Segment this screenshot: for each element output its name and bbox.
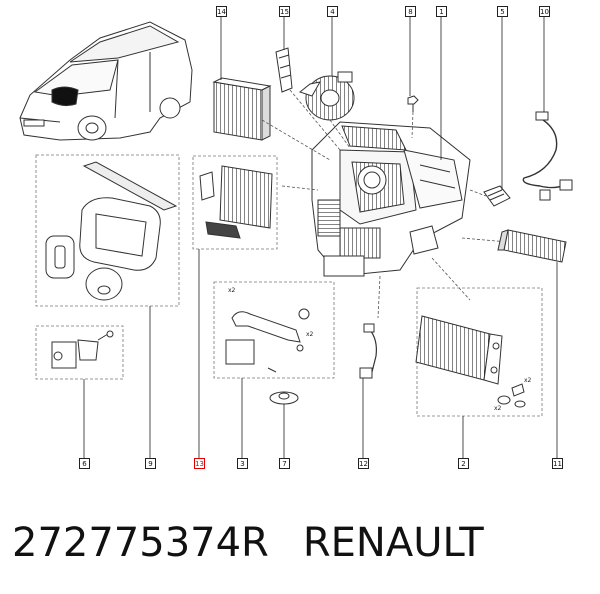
callout-12: 12 bbox=[358, 458, 369, 469]
callout-14: 14 bbox=[216, 6, 227, 17]
caption: 272775374R RENAULT bbox=[12, 518, 592, 568]
qty-mark: x2 bbox=[494, 405, 502, 412]
vehicle-highlight-area bbox=[51, 86, 79, 107]
callout-3: 3 bbox=[237, 458, 248, 469]
seals-group-9 bbox=[45, 161, 178, 301]
hvac-housing-part-1 bbox=[311, 121, 471, 277]
heater-core-group-2 bbox=[415, 315, 526, 408]
drain-pipe-group-3 bbox=[225, 308, 310, 373]
temperature-sensor-part-12 bbox=[359, 323, 377, 379]
callout-6: 6 bbox=[79, 458, 90, 469]
grommet-part-7 bbox=[269, 391, 299, 405]
callout-4: 4 bbox=[327, 6, 338, 17]
quantity-marks: x2 x2 x2 x2 bbox=[228, 287, 532, 412]
filter-group-13 bbox=[199, 165, 273, 239]
callout-1: 1 bbox=[436, 6, 447, 17]
group-box-3 bbox=[213, 281, 335, 379]
callout-9: 9 bbox=[145, 458, 156, 469]
qty-mark: x2 bbox=[306, 331, 314, 338]
part-number: 272775374R bbox=[12, 520, 269, 566]
callout-7: 7 bbox=[279, 458, 290, 469]
wiring-harness-part-10 bbox=[522, 111, 573, 201]
cabin-filter-part-14 bbox=[212, 77, 272, 141]
expansion-valve-group-6 bbox=[51, 330, 114, 369]
screw-part-8 bbox=[407, 95, 419, 112]
ptc-heater-part-11 bbox=[497, 229, 567, 263]
vehicle-icon bbox=[19, 21, 193, 141]
brand-name: RENAULT bbox=[302, 520, 484, 566]
callout-10: 10 bbox=[539, 6, 550, 17]
qty-mark: x2 bbox=[228, 287, 236, 294]
assembly-lines bbox=[261, 89, 509, 319]
group-box-13 bbox=[192, 155, 278, 250]
qty-mark: x2 bbox=[524, 377, 532, 384]
callout-15: 15 bbox=[279, 6, 290, 17]
air-duct-part-15 bbox=[275, 47, 293, 93]
group-box-9 bbox=[35, 154, 180, 307]
callout-13-highlighted: 13 bbox=[194, 458, 205, 469]
callout-8: 8 bbox=[405, 6, 416, 17]
leader-lines bbox=[83, 17, 558, 458]
blower-motor-part-4 bbox=[298, 71, 355, 121]
callout-2: 2 bbox=[458, 458, 469, 469]
callout-5: 5 bbox=[497, 6, 508, 17]
callout-11: 11 bbox=[552, 458, 563, 469]
resistor-part-5 bbox=[483, 185, 511, 207]
